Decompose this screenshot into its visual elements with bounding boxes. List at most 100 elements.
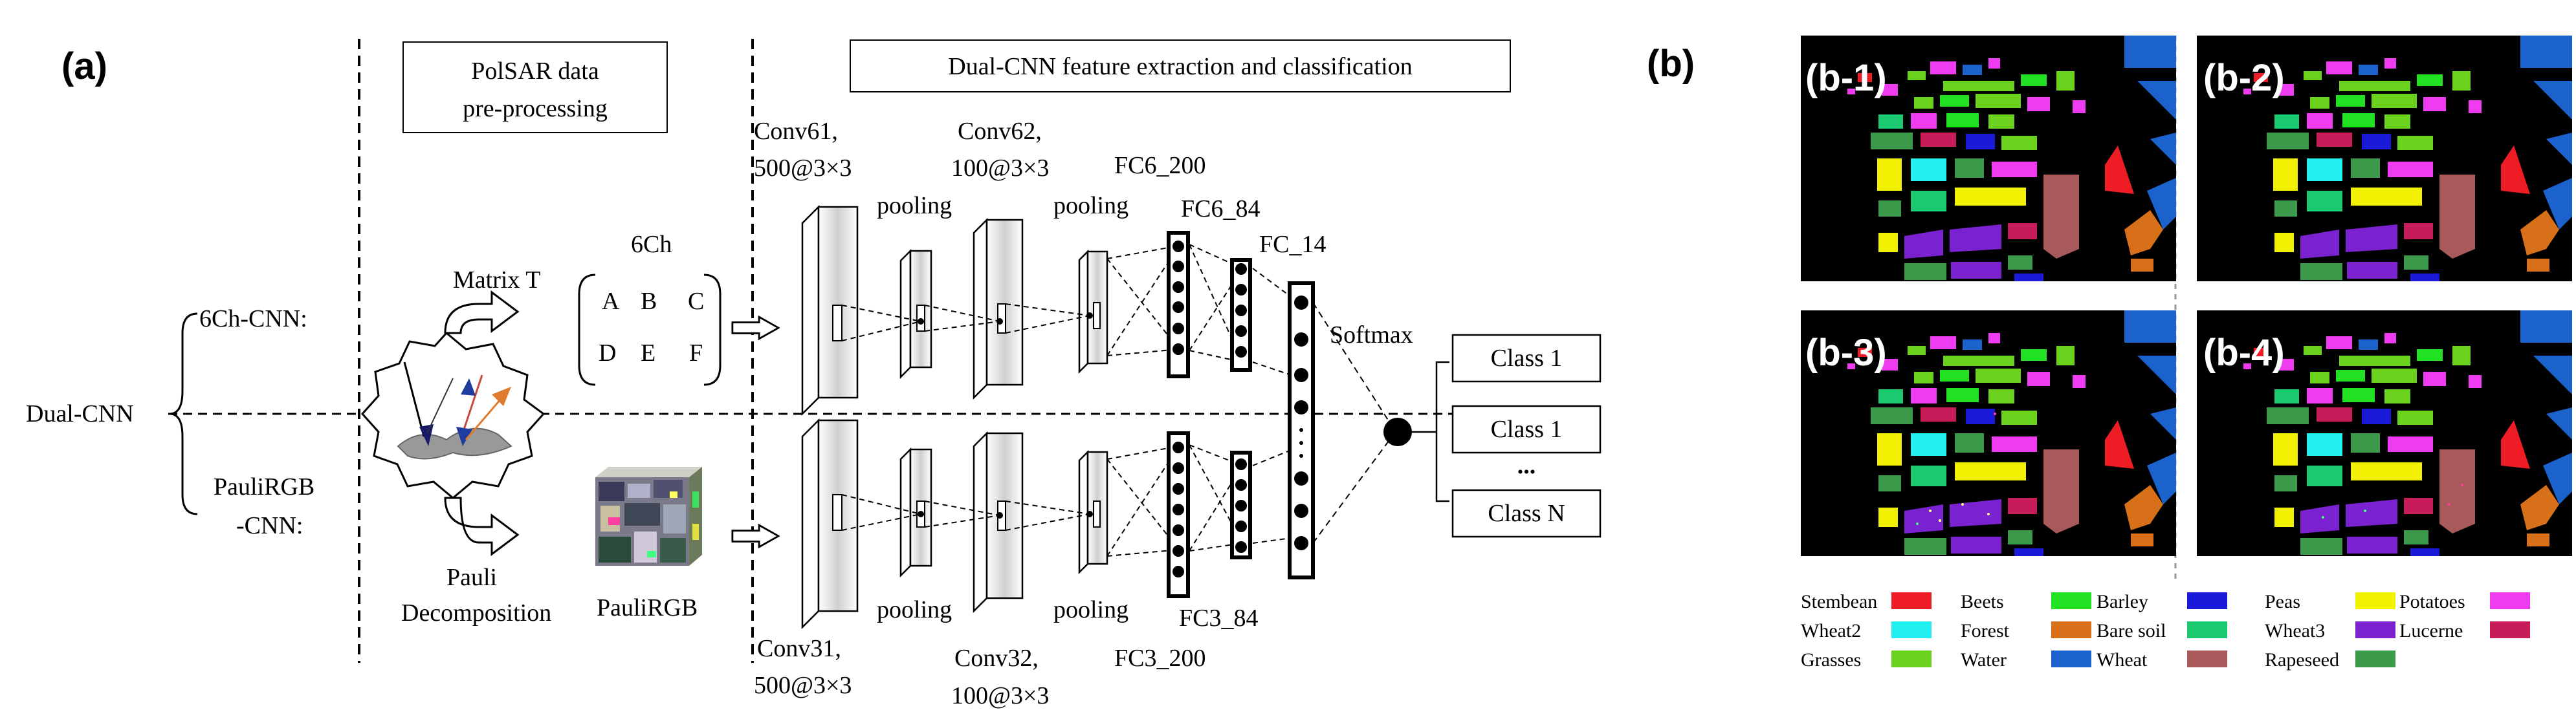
pooling-label-bottom-2: pooling [1053, 596, 1128, 623]
matrix-bracket-right [703, 274, 721, 386]
preprocess-title-line1: PolSAR data [471, 58, 599, 85]
fc14-layer [1288, 281, 1315, 579]
legend-swatch [2355, 651, 2395, 667]
legend-swatch [2187, 621, 2227, 638]
matrix-entry-d: D [599, 339, 616, 367]
legend-swatch [2187, 592, 2227, 609]
conv31-line1: Conv31, [757, 635, 841, 662]
matrix-entry-c: C [688, 288, 704, 315]
legend-label: Wheat2 [1801, 620, 1861, 641]
conv32-line1: Conv32, [954, 645, 1039, 672]
map-b3 [1801, 310, 2176, 556]
matrix-entry-b: B [641, 288, 657, 315]
cnn-bottom-branch [801, 418, 1301, 630]
pooling-label-bottom-1: pooling [877, 596, 952, 623]
fc3-84-label: FC3_84 [1179, 605, 1258, 632]
class-label-2: Class 1 [1491, 416, 1563, 443]
class-box-2 [1451, 405, 1602, 454]
pauli-rgb-image [595, 467, 702, 566]
matrix-bracket-left [578, 274, 596, 386]
legend-label: Stembean [1801, 591, 1877, 612]
map-label-b4: (b-4) [2203, 332, 2285, 374]
six-ch-cnn-label: 6Ch-CNN: [199, 305, 307, 332]
map-b4 [2197, 310, 2572, 556]
conv32-line2: 100@3×3 [951, 682, 1049, 709]
legend-swatch [1891, 592, 1932, 609]
legend-swatch [1891, 621, 1932, 638]
fc6-84-label: FC6_84 [1181, 195, 1260, 222]
legend-label: Lucerne [2399, 620, 2463, 641]
legend-swatch [2187, 651, 2227, 667]
conv61-line1: Conv61, [754, 118, 838, 145]
fc3-200-label: FC3_200 [1114, 645, 1205, 672]
legend-label: Bare soil [2097, 620, 2166, 641]
legend-label: Barley [2097, 591, 2148, 612]
pauli-decomp-line1: Pauli [446, 564, 497, 591]
legend-label: Forest [1961, 620, 2010, 641]
preprocess-title-box [402, 41, 668, 133]
preprocess-title-line2: pre-processing [463, 95, 608, 122]
map-label-b1: (b-1) [1805, 57, 1887, 99]
matrix-entry-f: F [689, 339, 703, 367]
arrow-to-pauli [444, 497, 520, 556]
legend-swatch [1891, 651, 1932, 667]
pauli-rgb-label: PauliRGB [597, 594, 698, 621]
fc14-label: FC_14 [1259, 231, 1326, 258]
class-ellipsis: ... [1517, 452, 1536, 479]
pauli-cnn-label-line1: PauliRGB [214, 473, 314, 500]
arrow-into-cnn-top [731, 316, 780, 340]
map-gap-left [1856, 305, 2115, 310]
map-label-b2: (b-2) [2203, 57, 2285, 99]
legend-label: Peas [2265, 591, 2300, 612]
extraction-title: Dual-CNN feature extraction and classifi… [948, 53, 1413, 80]
legend-swatch [2355, 621, 2395, 638]
dual-cnn-label: Dual-CNN [26, 400, 134, 427]
legend-label: Potatoes [2399, 591, 2465, 612]
legend-label: Wheat [2097, 649, 2148, 671]
softmax-line-bottom [1312, 433, 1395, 544]
arrow-to-matrix [444, 290, 520, 334]
legend-swatch [2490, 592, 2530, 609]
panel-a-label: (a) [61, 45, 107, 87]
matrix-entry-a: A [602, 288, 620, 315]
class-box-n [1451, 489, 1602, 538]
class-label-n: Class N [1488, 500, 1565, 527]
pauli-cnn-label-line2: -CNN: [236, 512, 303, 539]
legend-label: Wheat3 [2265, 620, 2325, 641]
arrow-into-cnn-bottom [731, 524, 780, 548]
legend-label: Water [1961, 649, 2007, 671]
legend-swatch [2051, 621, 2091, 638]
conv31-line2: 500@3×3 [754, 672, 852, 699]
conv61-line2: 500@3×3 [754, 155, 852, 182]
pauli-decomp-line2: Decomposition [401, 599, 551, 627]
softmax-node [1383, 418, 1412, 446]
legend-label: Rapeseed [2265, 649, 2339, 671]
map-label-b3: (b-3) [1805, 332, 1887, 374]
softmax-label: Softmax [1330, 321, 1413, 349]
matrix-t-label: Matrix T [453, 266, 540, 294]
legend-swatch [2490, 621, 2530, 638]
conv62-line2: 100@3×3 [951, 155, 1049, 182]
pooling-label-top-2: pooling [1053, 192, 1128, 219]
map-gap-right [2252, 305, 2511, 310]
six-ch-label: 6Ch [631, 231, 672, 258]
class-bracket [1435, 361, 1449, 502]
legend-swatch [2355, 592, 2395, 609]
legend-swatch [2051, 592, 2091, 609]
pooling-label-top-1: pooling [877, 192, 952, 219]
legend-swatch [2051, 651, 2091, 667]
class-box-1 [1451, 334, 1602, 383]
legend-label: Grasses [1801, 649, 1861, 671]
legend-label: Beets [1961, 591, 2004, 612]
extraction-title-box [850, 39, 1511, 92]
softmax-line-top [1312, 302, 1395, 431]
matrix-entry-e: E [641, 339, 655, 367]
cnn-top-branch [801, 204, 1301, 416]
brace [169, 312, 198, 515]
class-label-1: Class 1 [1491, 345, 1563, 372]
conv62-line1: Conv62, [958, 118, 1042, 145]
panel-b-label: (b) [1647, 43, 1695, 85]
scattering-icon [360, 331, 545, 499]
